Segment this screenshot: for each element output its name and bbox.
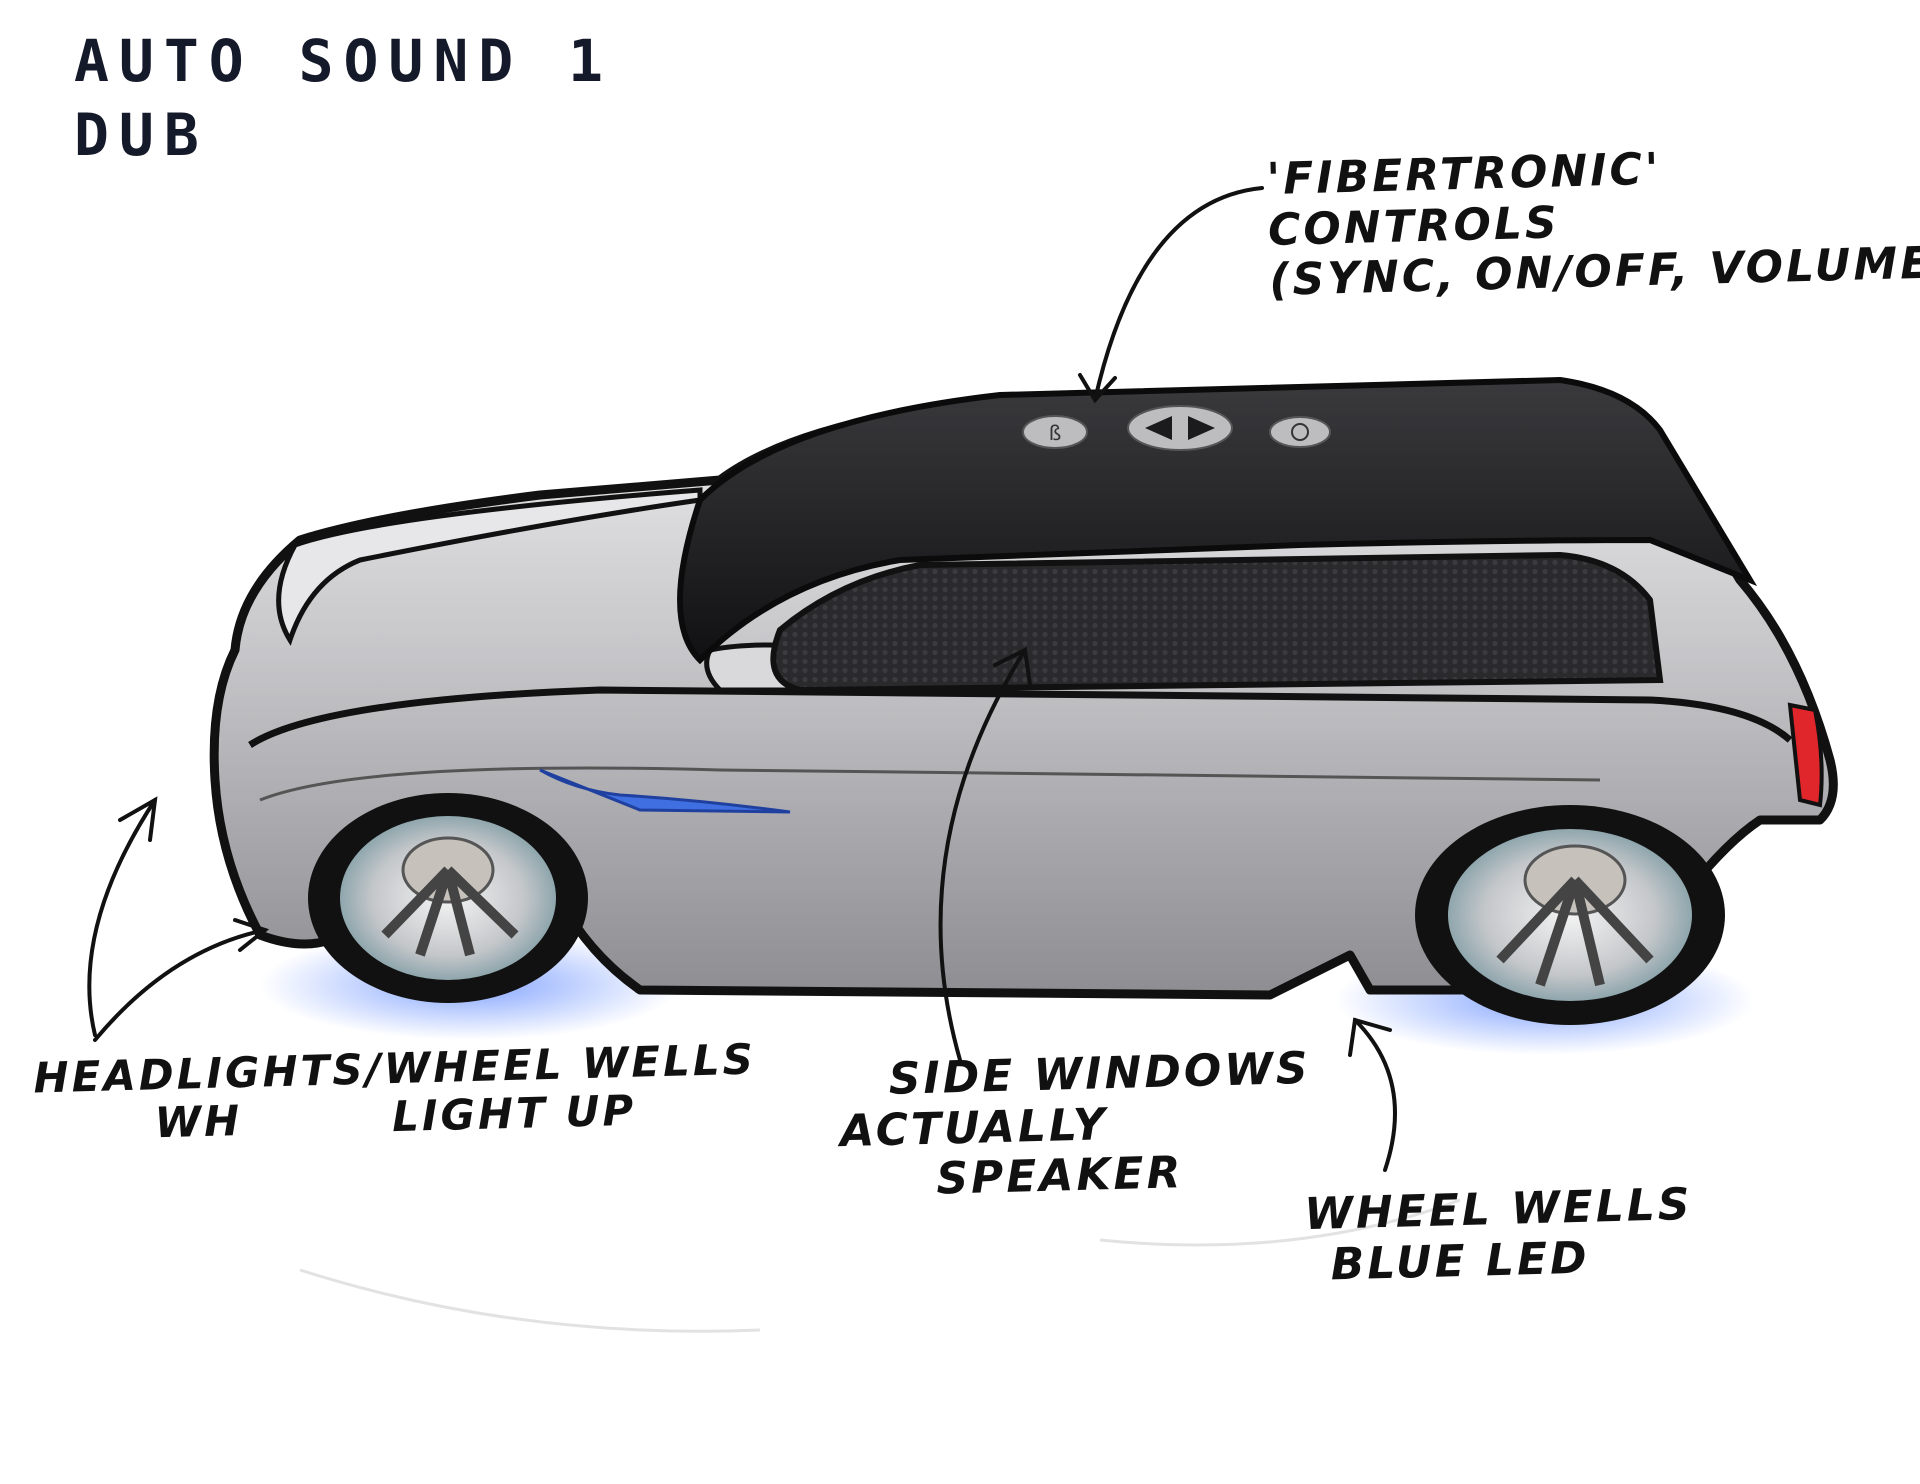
controls-arrow bbox=[1093, 186, 1264, 402]
headlights-arrow-lower bbox=[93, 928, 267, 1042]
annotation-arrows bbox=[87, 186, 1397, 1172]
wheel-wells-arrow bbox=[1353, 1018, 1397, 1172]
sync-button bbox=[1022, 415, 1088, 449]
blue-side-accent bbox=[539, 768, 791, 814]
rear-wheel bbox=[1415, 805, 1725, 1025]
sketch-title-line1: AUTO SOUND 1 bbox=[74, 27, 614, 95]
fibertronic-controls: ß bbox=[1022, 405, 1331, 451]
wheel-wells-line2: BLUE LED bbox=[1330, 1232, 1591, 1291]
volume-left-arrow-icon bbox=[1145, 416, 1172, 440]
sync-icon: ß bbox=[1049, 421, 1062, 445]
volume-button bbox=[1127, 405, 1233, 451]
side-windows-label: SIDE WINDOWS ACTUALLY SPEAKER bbox=[838, 1043, 1314, 1208]
headlights-line2a: WH bbox=[154, 1096, 243, 1148]
wheel-wells-line1: WHEEL WELLS bbox=[1303, 1178, 1694, 1241]
front-wheel bbox=[308, 793, 588, 1003]
speaker-side-window bbox=[770, 551, 1664, 694]
ground-sketch bbox=[299, 1198, 1461, 1333]
power-button bbox=[1269, 416, 1331, 448]
side-windows-line3: SPEAKER bbox=[935, 1147, 1185, 1205]
headlights-line2b: LIGHT UP bbox=[391, 1086, 637, 1142]
power-icon bbox=[1291, 423, 1309, 441]
side-windows-arrow bbox=[938, 648, 1027, 1062]
volume-right-arrow-icon bbox=[1188, 416, 1215, 440]
tail-light bbox=[1787, 702, 1824, 808]
wheel-wells-label: WHEEL WELLS BLUE LED bbox=[1303, 1178, 1695, 1291]
headlights-arrow-upper bbox=[87, 798, 157, 1037]
fibertronic-label: 'FIBERTRONIC' CONTROLS (SYNC, ON/OFF, VO… bbox=[1266, 137, 1920, 307]
roof bbox=[677, 376, 1758, 665]
sketch-title-line2: DUB bbox=[74, 101, 209, 169]
